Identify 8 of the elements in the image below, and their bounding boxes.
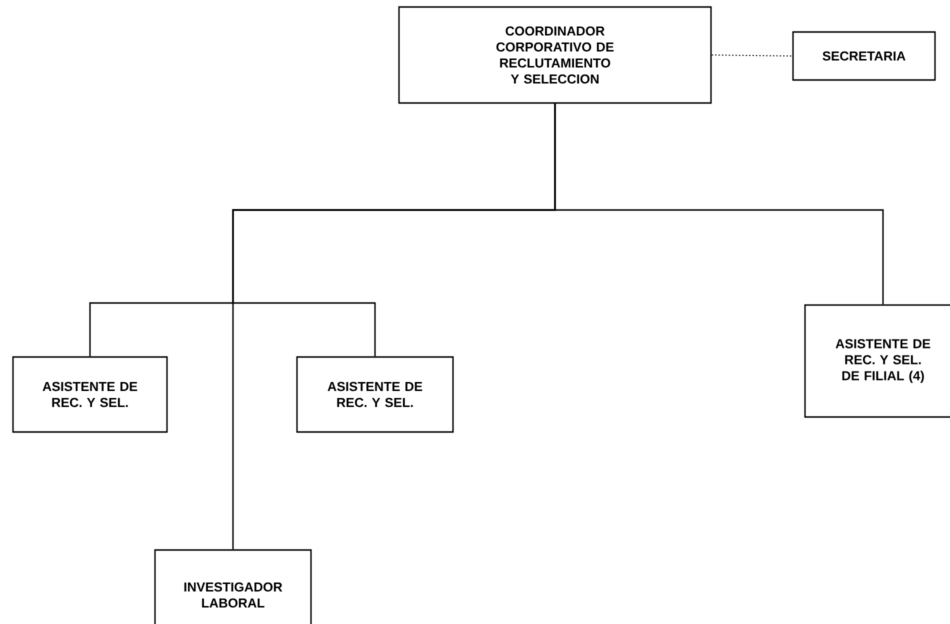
position-box: ASISTENTE DE REC. Y SEL. bbox=[296, 356, 454, 433]
position-box: ASISTENTE DE REC. Y SEL. DE FILIAL (4) bbox=[804, 304, 950, 418]
dotted-connector bbox=[711, 54, 793, 56]
position-box: INVESTIGADOR LABORAL bbox=[154, 549, 312, 624]
connector-line bbox=[232, 104, 556, 550]
position-box: SECRETARIA bbox=[792, 31, 936, 81]
position-box: ASISTENTE DE REC. Y SEL. bbox=[12, 356, 168, 433]
position-box: COORDINADOR CORPORATIVO DE RECLUTAMIENTO Y SELECCION bbox=[398, 6, 712, 104]
